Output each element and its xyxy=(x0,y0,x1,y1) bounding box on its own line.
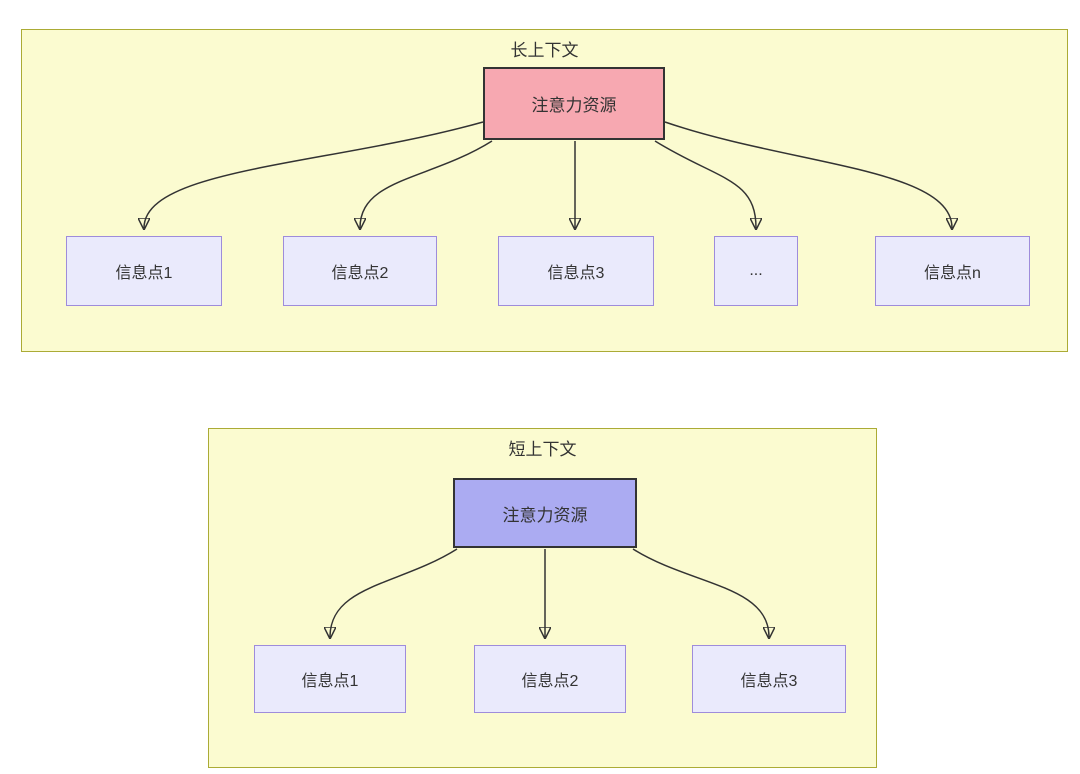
long-info-node-dots: ... xyxy=(714,236,798,306)
long-info-node-1: 信息点1 xyxy=(66,236,222,306)
long-attention-node: 注意力资源 xyxy=(483,67,665,140)
long-context-title: 长上下文 xyxy=(510,41,579,60)
long-info-node-2: 信息点2 xyxy=(283,236,437,306)
short-info-node-1: 信息点1 xyxy=(254,645,406,713)
short-info-node-3: 信息点3 xyxy=(692,645,846,713)
short-info-node-2: 信息点2 xyxy=(474,645,626,713)
short-attention-node: 注意力资源 xyxy=(453,478,637,548)
long-info-node-n: 信息点n xyxy=(875,236,1030,306)
long-info-node-3: 信息点3 xyxy=(498,236,654,306)
short-context-title: 短上下文 xyxy=(508,440,577,459)
